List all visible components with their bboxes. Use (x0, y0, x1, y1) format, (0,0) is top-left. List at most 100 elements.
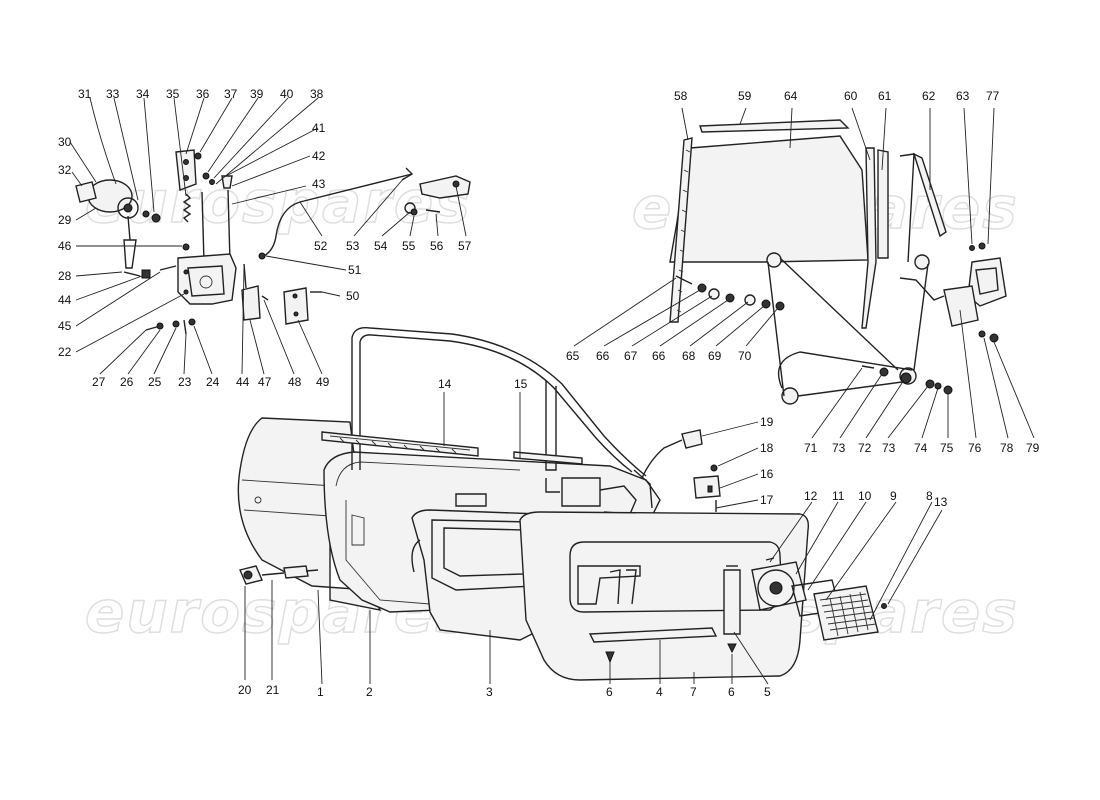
callout-76: 76 (968, 441, 982, 455)
nut-75 (943, 385, 953, 395)
regulator-plate (943, 285, 979, 327)
callout-6b: 6 (728, 685, 735, 699)
fastener-33 (142, 210, 150, 218)
control-rod-b (227, 189, 231, 263)
latch-plate (175, 149, 197, 191)
callout-39: 39 (250, 87, 264, 101)
callout-labels: 20 21 1 2 3 6 4 7 6 5 12 11 10 9 8 13 14… (58, 87, 1040, 699)
window-frame (351, 327, 647, 477)
pin-28 (123, 271, 141, 277)
pulley-top-right (914, 254, 930, 270)
callout-12: 12 (804, 489, 818, 503)
callout-25: 25 (148, 375, 162, 389)
lock-rod (261, 572, 285, 576)
callout-58: 58 (674, 89, 688, 103)
screw-56 (425, 209, 441, 213)
callout-31: 31 (78, 87, 92, 101)
cable-end-51 (258, 252, 266, 260)
callout-3: 3 (486, 685, 493, 699)
callout-30: 30 (58, 135, 72, 149)
callout-33: 33 (106, 87, 120, 101)
callout-32: 32 (58, 163, 72, 177)
callout-13: 13 (934, 495, 948, 509)
callout-52: 52 (314, 239, 328, 253)
callout-14: 14 (438, 377, 452, 391)
latch-spring (182, 193, 192, 223)
callout-77: 77 (986, 89, 1000, 103)
quarter-seal (912, 152, 947, 238)
callout-37: 37 (224, 87, 238, 101)
washer-25 (172, 320, 180, 328)
top-seal (699, 119, 850, 133)
callout-69: 69 (708, 349, 722, 363)
callout-55: 55 (402, 239, 416, 253)
callout-16: 16 (760, 467, 774, 481)
nut-24 (188, 318, 196, 326)
callout-20: 20 (238, 683, 252, 697)
wiring-connector (681, 429, 703, 449)
washer-26 (156, 322, 164, 330)
callout-68: 68 (682, 349, 696, 363)
speaker-grille-slots (819, 591, 877, 637)
pulley-bottom (781, 387, 799, 405)
callout-43: 43 (312, 177, 326, 191)
clip-44 (141, 269, 151, 279)
callout-27: 27 (92, 375, 106, 389)
window-regulator-assembly (669, 119, 1007, 405)
callout-75: 75 (940, 441, 954, 455)
callout-57: 57 (458, 239, 472, 253)
lock-key-link (123, 215, 137, 269)
callout-15: 15 (514, 377, 528, 391)
callout-47: 47 (258, 375, 272, 389)
wiring-harness (641, 439, 683, 479)
callout-22: 22 (58, 345, 72, 359)
callout-2: 2 (366, 685, 373, 699)
callout-70: 70 (738, 349, 752, 363)
callout-61: 61 (878, 89, 892, 103)
callout-49: 49 (316, 375, 330, 389)
trim-panel-assembly (519, 511, 810, 681)
trim-clip-left (605, 651, 615, 664)
callout-45: 45 (58, 319, 72, 333)
door-lock-body (177, 253, 237, 305)
nut-79 (989, 333, 999, 343)
rear-guide (877, 149, 889, 259)
door-shell-assembly (237, 327, 661, 613)
callout-67: 67 (624, 349, 638, 363)
callout-10: 10 (858, 489, 872, 503)
arm-45 (159, 265, 177, 271)
door-pull-bracket (723, 569, 741, 635)
callout-4: 4 (656, 685, 663, 699)
control-cable (263, 173, 413, 257)
callout-9: 9 (890, 489, 897, 503)
callout-19: 19 (760, 415, 774, 429)
callout-28: 28 (58, 269, 72, 283)
fastener-39 (202, 172, 210, 180)
callout-46: 46 (58, 239, 72, 253)
switch-group (641, 429, 721, 512)
fastener-34 (151, 213, 161, 223)
washer-67 (708, 288, 720, 300)
trim-clip-right (727, 643, 737, 654)
window-rail-inner (321, 431, 479, 457)
speaker-grille (813, 585, 879, 641)
callout-44b: 44 (236, 375, 250, 389)
callout-1: 1 (317, 685, 324, 699)
regulator-cable (767, 257, 929, 397)
leader-lines (69, 97, 1035, 685)
callout-29: 29 (58, 213, 72, 227)
callout-18: 18 (760, 441, 774, 455)
callout-26: 26 (120, 375, 134, 389)
pulley-top-left (766, 252, 782, 268)
callout-73a: 73 (832, 441, 846, 455)
callout-5: 5 (764, 685, 771, 699)
screw-65 (675, 275, 693, 285)
lock-bracket (241, 285, 261, 321)
callout-36: 36 (196, 87, 210, 101)
fastener-37 (194, 152, 202, 160)
speaker-assembly (751, 557, 887, 641)
knob-42 (221, 175, 233, 189)
callout-66b: 66 (652, 349, 666, 363)
lock-cylinder-group (239, 565, 319, 585)
window-rail-outer (513, 451, 583, 465)
